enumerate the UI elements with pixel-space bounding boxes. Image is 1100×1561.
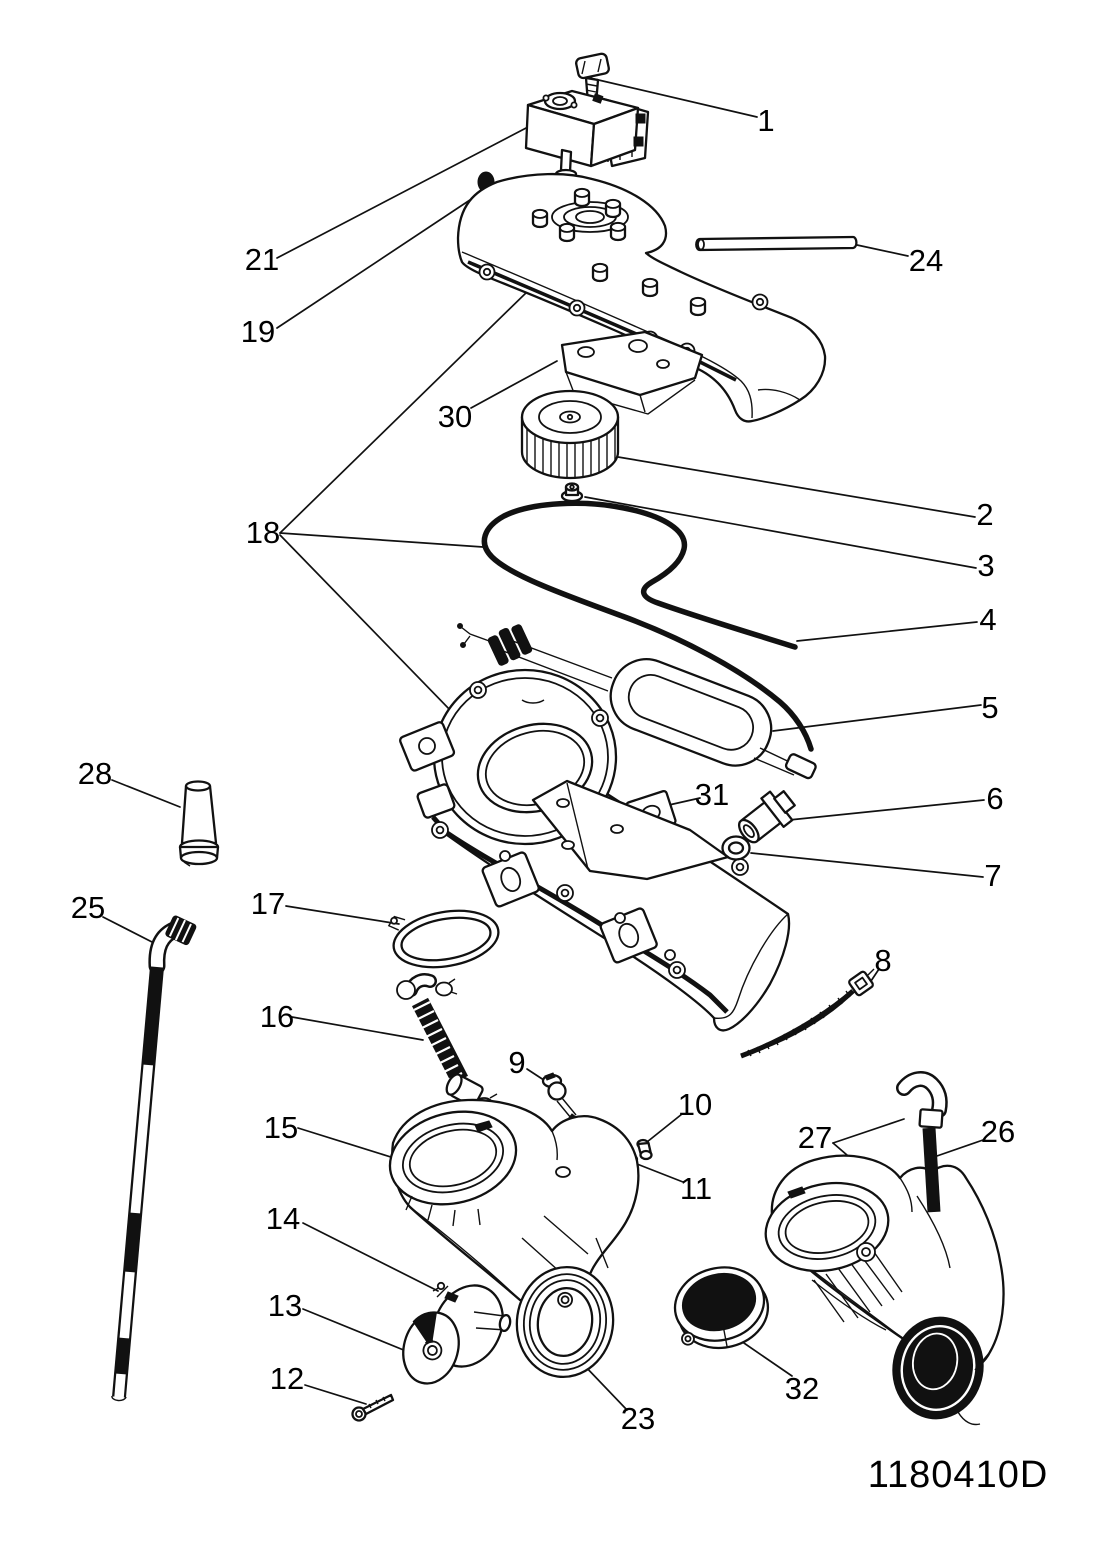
part-disc-13 <box>402 1311 460 1385</box>
part-top-screw <box>575 52 610 106</box>
callout-13: 13 <box>268 1288 302 1323</box>
part-spring-hose-16 <box>396 973 499 1114</box>
callout-9: 9 <box>508 1045 525 1080</box>
part-screw-10 <box>636 1138 653 1161</box>
callout-17: 17 <box>251 886 285 921</box>
callout-labels: 1 2 3 4 5 6 7 8 9 10 11 12 13 14 15 16 1… <box>71 103 1015 1436</box>
callout-3: 3 <box>977 548 994 583</box>
part-filter-32 <box>673 1266 770 1350</box>
part-outlet-23 <box>515 1265 615 1379</box>
part-wand-25 <box>111 915 197 1402</box>
callout-30: 30 <box>438 399 472 434</box>
callout-7: 7 <box>984 858 1001 893</box>
part-flap-14 <box>432 1281 512 1368</box>
callout-32: 32 <box>785 1371 819 1406</box>
callout-8: 8 <box>874 943 891 978</box>
part-fan-impeller <box>520 389 620 480</box>
leader-lines <box>102 77 985 1411</box>
callout-21: 21 <box>245 242 279 277</box>
callout-14: 14 <box>266 1201 300 1236</box>
callout-26: 26 <box>981 1114 1015 1149</box>
callout-6: 6 <box>986 781 1003 816</box>
callout-11: 11 <box>680 1171 712 1206</box>
callout-10: 10 <box>678 1087 712 1122</box>
part-clamp-ring-17 <box>387 909 500 969</box>
callout-27: 27 <box>798 1120 832 1155</box>
part-screw-12 <box>351 1393 395 1422</box>
callout-28: 28 <box>78 756 112 791</box>
callout-25: 25 <box>71 890 105 925</box>
callout-16: 16 <box>260 999 294 1034</box>
part-right-housing <box>764 1154 1005 1426</box>
part-tube-28 <box>178 780 220 867</box>
callout-4: 4 <box>979 602 996 637</box>
callout-18: 18 <box>246 515 280 550</box>
part-oring-7 <box>721 835 751 861</box>
callout-12: 12 <box>270 1361 304 1396</box>
part-switch-motor-box <box>524 89 650 189</box>
callout-31: 31 <box>695 777 729 812</box>
callout-15: 15 <box>264 1110 298 1145</box>
part-lower-housing <box>399 668 791 1032</box>
part-fitting-6 <box>737 790 796 844</box>
callout-5: 5 <box>981 690 998 725</box>
callout-1: 1 <box>757 103 774 138</box>
part-tie-strap <box>740 968 875 1059</box>
callout-23: 23 <box>621 1401 655 1436</box>
callout-24: 24 <box>909 243 943 278</box>
part-rod-24 <box>695 235 858 252</box>
diagram-id: 1180410D <box>868 1454 1049 1496</box>
callout-19: 19 <box>241 314 275 349</box>
callout-2: 2 <box>976 497 993 532</box>
part-nut-3 <box>560 482 584 503</box>
part-gasket-4 <box>481 500 814 752</box>
part-bracket-30 <box>560 330 704 415</box>
cover-posts <box>531 187 707 317</box>
part-handle-gasket <box>457 623 817 780</box>
part-left-housing <box>388 1098 640 1379</box>
part-tube-26 <box>896 1071 948 1213</box>
